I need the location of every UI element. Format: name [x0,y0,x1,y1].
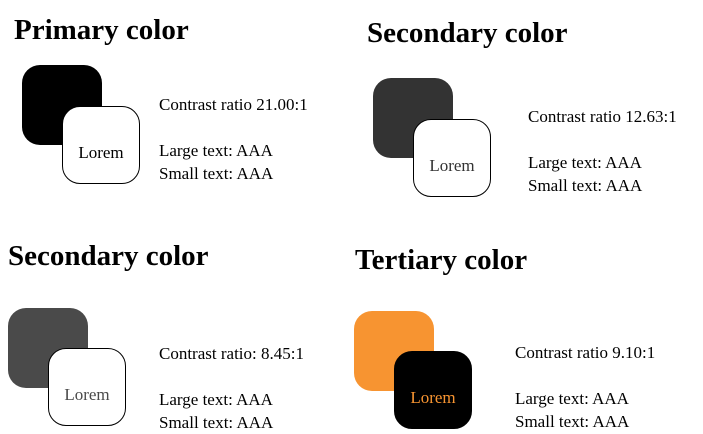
sample-text: Lorem [429,156,475,175]
small-text-rating: Small text: AAA [515,412,630,431]
sample-text: Lorem [64,385,110,404]
small-text-rating: Small text: AAA [528,176,643,195]
large-text-rating: Large text: AAA [159,390,273,409]
contrast-info: Contrast ratio 12.63:1 Large text: AAA S… [528,105,677,197]
contrast-ratio: Contrast ratio 12.63:1 [528,107,677,126]
contrast-info: Contrast ratio: 8.45:1 Large text: AAA S… [159,342,304,434]
small-text-rating: Small text: AAA [159,413,274,432]
color-card-tertiary: Tertiary color Lorem Contrast ratio 9.10… [352,222,703,433]
color-card-primary: Primary color Lorem Contrast ratio 21.00… [0,0,350,215]
card-title: Secondary color [8,240,209,272]
text-sample-swatch: Lorem [413,119,491,197]
large-text-rating: Large text: AAA [159,141,273,160]
card-title: Tertiary color [355,244,528,276]
card-title: Secondary color [367,17,568,49]
large-text-rating: Large text: AAA [528,153,642,172]
contrast-ratio: Contrast ratio 21.00:1 [159,95,308,114]
contrast-ratio: Contrast ratio: 8.45:1 [159,344,304,363]
large-text-rating: Large text: AAA [515,389,629,408]
contrast-ratio: Contrast ratio 9.10:1 [515,343,656,362]
card-title: Primary color [14,14,189,46]
text-sample-swatch: Lorem [62,106,140,184]
sample-text: Lorem [410,388,456,407]
text-sample-swatch: Lorem [394,351,472,429]
color-card-secondary-1: Secondary color Lorem Contrast ratio 12.… [352,0,703,215]
small-text-rating: Small text: AAA [159,164,274,183]
text-sample-swatch: Lorem [48,348,126,426]
contrast-info: Contrast ratio 21.00:1 Large text: AAA S… [159,93,308,185]
color-card-secondary-2: Secondary color Lorem Contrast ratio: 8.… [0,222,350,433]
contrast-info: Contrast ratio 9.10:1 Large text: AAA Sm… [515,341,655,433]
sample-text: Lorem [78,143,124,162]
